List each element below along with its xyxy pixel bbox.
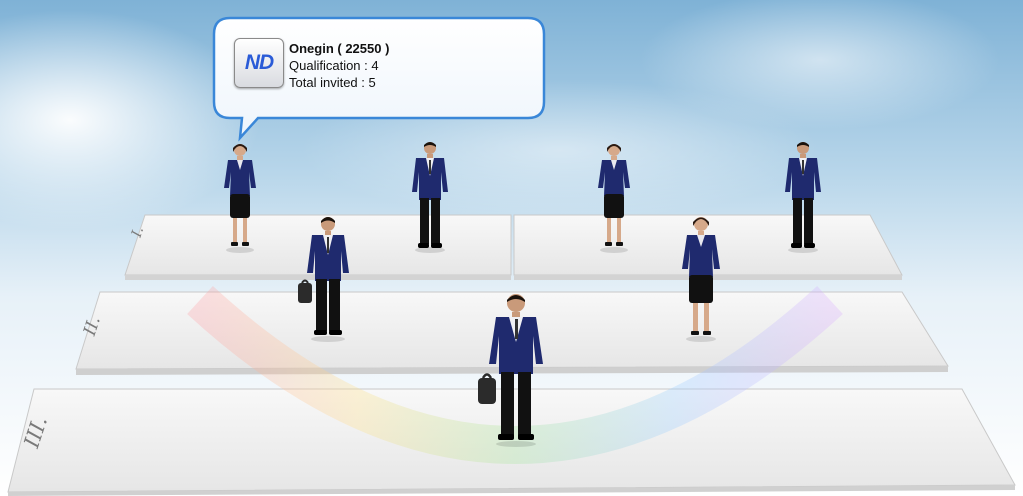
member-total-invited: Total invited : 5 [289,75,376,90]
member-avatar-female[interactable] [590,142,638,254]
member-avatar-male[interactable] [406,140,454,254]
member-avatar-male[interactable] [779,140,827,254]
member-avatar-male-briefcase[interactable] [298,215,356,343]
member-avatar-male-briefcase[interactable] [476,292,552,448]
member-qualification: Qualification : 4 [289,58,379,73]
rainbow-arc [187,286,843,464]
member-info-tooltip: ND Onegin ( 22550 ) Qualification : 4 To… [212,16,546,142]
member-name: Onegin ( 22550 ) [289,41,390,56]
member-badge-icon: ND [234,38,284,88]
tooltip-details: Onegin ( 22550 ) Qualification : 4 Total… [289,40,389,91]
tooltip-bubble [212,16,546,142]
member-avatar-female[interactable] [675,215,727,343]
member-avatar-female[interactable] [216,142,264,254]
